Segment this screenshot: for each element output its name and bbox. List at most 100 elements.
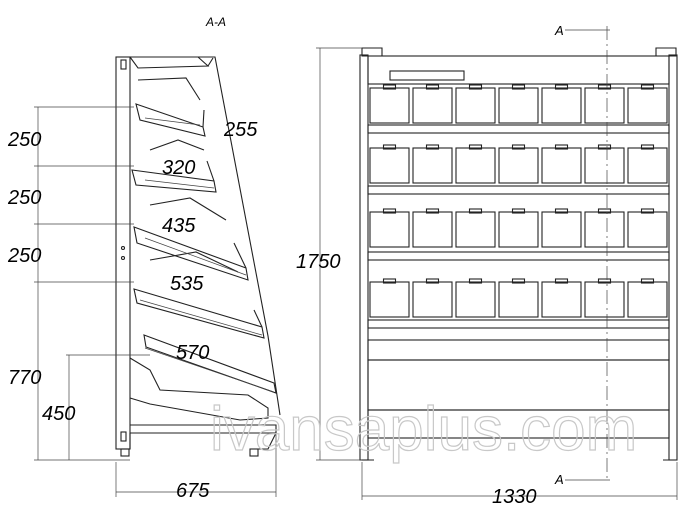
upright-hole-top — [120, 59, 127, 70]
shelf-4 — [133, 288, 265, 339]
upright-hole-bottom — [120, 431, 127, 442]
storage-bin — [455, 147, 496, 184]
section-label: A-A — [205, 15, 226, 29]
canopy-label-slot — [389, 70, 465, 81]
shelf-1 — [135, 103, 206, 137]
bin-label-tab — [640, 144, 655, 150]
front-shelf-1 — [367, 124, 670, 134]
overall-depth: 675 — [176, 480, 210, 502]
bin-label-tab — [425, 208, 440, 214]
bin-label-tab — [640, 208, 655, 214]
back-upright — [115, 56, 131, 450]
storage-bin — [627, 87, 668, 124]
bin-label-tab — [554, 84, 569, 90]
bin-label-tab — [425, 278, 440, 284]
storage-bin — [498, 211, 539, 248]
storage-bin — [498, 147, 539, 184]
bin-label-tab — [468, 278, 483, 284]
storage-bin — [369, 87, 410, 124]
bin-label-tab — [640, 84, 655, 90]
bin-label-tab — [597, 208, 612, 214]
shelf-lip-3 — [233, 242, 247, 269]
bin-label-tab — [382, 84, 397, 90]
bin-label-tab — [468, 84, 483, 90]
shelf-lip-2 — [206, 160, 215, 182]
shelf-depth-3: 435 — [162, 215, 196, 237]
front-shelf-5 — [367, 339, 670, 361]
bin-label-tab — [554, 208, 569, 214]
storage-bin — [455, 87, 496, 124]
front-shelf-2 — [367, 185, 670, 195]
base-plinth — [367, 409, 670, 439]
bracket-2 — [149, 139, 205, 151]
bin-label-tab — [597, 84, 612, 90]
side-panel-joint — [207, 57, 214, 67]
right-upright — [668, 54, 678, 461]
storage-bin — [541, 147, 582, 184]
shelf-spacing-1: 250 — [7, 129, 41, 151]
storage-bin — [455, 281, 496, 318]
side-dimension-labels: A-A 250 250 250 770 450 255 320 435 535 … — [7, 15, 258, 502]
bin-label-tab — [468, 208, 483, 214]
bin-label-tab — [597, 144, 612, 150]
storage-bin — [584, 87, 625, 124]
storage-bin — [369, 281, 410, 318]
storage-bin — [498, 281, 539, 318]
base-section — [129, 357, 269, 421]
bin-label-tab — [511, 144, 526, 150]
shelf-depth-1: 255 — [223, 119, 258, 141]
shelf-depth-2: 320 — [162, 157, 195, 179]
storage-bin — [412, 147, 453, 184]
storage-bin — [584, 147, 625, 184]
bracket-4 — [149, 251, 239, 273]
base-legs — [129, 432, 277, 450]
overall-height: 1750 — [296, 251, 341, 273]
shelf-depth-5: 570 — [176, 342, 209, 364]
bin-label-tab — [382, 278, 397, 284]
storage-bin — [369, 211, 410, 248]
bins-grid — [369, 84, 668, 318]
storage-bin — [412, 87, 453, 124]
bin-label-tab — [468, 144, 483, 150]
upright-bolt — [120, 245, 126, 251]
shelf-lip-1 — [202, 109, 205, 128]
foot-back — [120, 448, 130, 457]
storage-bin — [627, 147, 668, 184]
storage-bin — [541, 211, 582, 248]
bin-label-tab — [511, 84, 526, 90]
front-shelf-3 — [367, 251, 670, 261]
shelves — [131, 103, 277, 394]
base-shelf-height: 450 — [42, 403, 75, 425]
section-marker-top: A — [554, 23, 564, 38]
upright-bolt — [120, 255, 126, 261]
shelf-5 — [143, 334, 277, 394]
storage-bin — [584, 211, 625, 248]
section-marker-bottom: A — [554, 472, 564, 487]
storage-bin — [498, 87, 539, 124]
bin-label-tab — [382, 208, 397, 214]
top-canopy — [367, 55, 670, 85]
bin-label-tab — [511, 278, 526, 284]
front-dimension-lines — [316, 26, 678, 500]
top-cap — [128, 56, 210, 69]
shelf-2 — [131, 169, 217, 193]
storage-bin — [541, 281, 582, 318]
top-brackets — [361, 47, 677, 57]
bin-label-tab — [554, 278, 569, 284]
storage-bin — [584, 281, 625, 318]
shelf-depth-4: 535 — [170, 273, 204, 295]
storage-bin — [369, 147, 410, 184]
front-shelf-4 — [367, 319, 670, 329]
shelf-lip-4 — [253, 309, 263, 328]
shelf-spacing-2: 250 — [7, 187, 41, 209]
overall-width: 1330 — [492, 486, 537, 508]
front-view — [359, 47, 678, 461]
bin-label-tab — [425, 144, 440, 150]
bracket-3 — [149, 197, 227, 221]
shelf-3 — [133, 226, 249, 281]
side-view — [115, 56, 281, 457]
storage-bin — [455, 211, 496, 248]
storage-bin — [412, 281, 453, 318]
side-dimension-lines — [34, 106, 277, 497]
